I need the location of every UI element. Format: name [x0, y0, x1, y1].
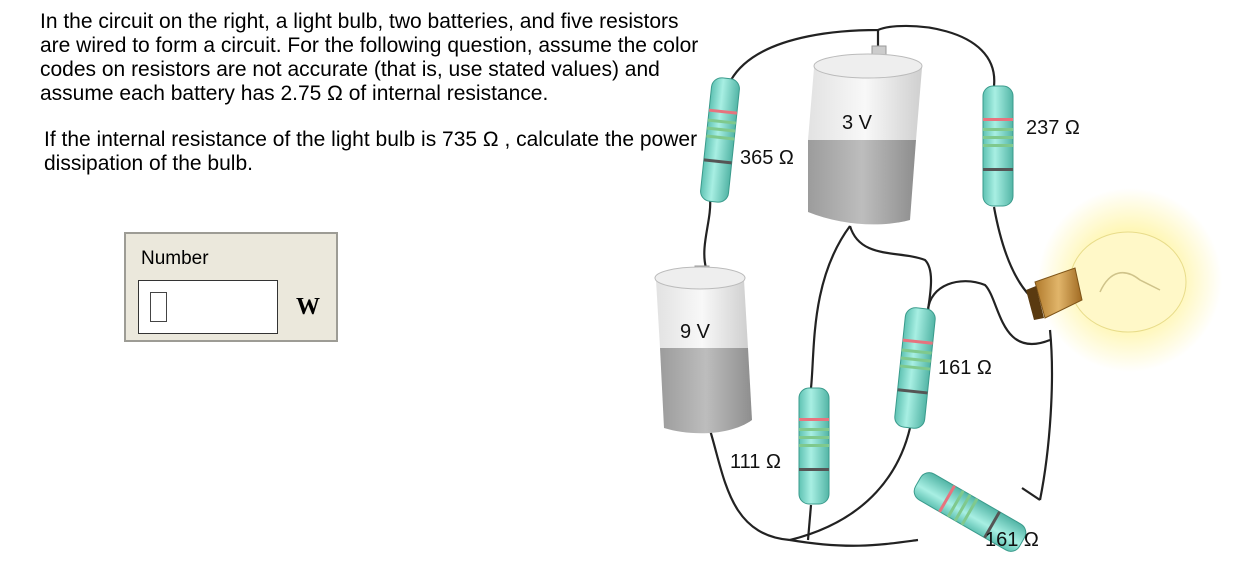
wire	[789, 538, 919, 547]
resistor-161-middle-label: 161 Ω	[938, 357, 992, 379]
resistor-237	[982, 85, 1014, 207]
resistor-161-bottom-label: 161 Ω	[985, 529, 1039, 551]
resistor-111-label: 111 Ω	[730, 451, 781, 473]
question-intro: In the circuit on the right, a light bul…	[40, 10, 699, 105]
answer-label: Number	[141, 248, 209, 269]
light-bulb-icon	[1026, 188, 1222, 372]
wire	[708, 429, 791, 542]
resistor-161-middle	[894, 307, 936, 429]
question-prompt: If the internal resistance of the light …	[44, 128, 698, 175]
resistor-365	[700, 77, 740, 203]
wire	[992, 206, 1031, 297]
resistor-111	[798, 387, 830, 505]
wire	[848, 225, 933, 311]
answer-unit: W	[296, 294, 320, 320]
resistor-365-label: 365 Ω	[740, 147, 794, 169]
resistor-237-label: 237 Ω	[1026, 117, 1080, 139]
resistor-161-bottom	[913, 472, 1027, 552]
battery-3v	[808, 45, 923, 225]
battery-9v-label: 9 V	[680, 321, 711, 343]
wire	[789, 427, 912, 542]
wire	[926, 280, 1051, 346]
wire	[809, 225, 851, 389]
battery-3v-label: 3 V	[842, 112, 873, 134]
battery-9v	[654, 265, 752, 434]
wire	[1021, 487, 1041, 501]
wire	[1038, 329, 1054, 501]
answer-box: Number W	[124, 232, 338, 342]
question-text: In the circuit on the right, a light bul…	[40, 10, 700, 176]
wires	[703, 24, 1054, 547]
text-cursor-icon	[150, 292, 167, 322]
wire	[703, 197, 712, 269]
